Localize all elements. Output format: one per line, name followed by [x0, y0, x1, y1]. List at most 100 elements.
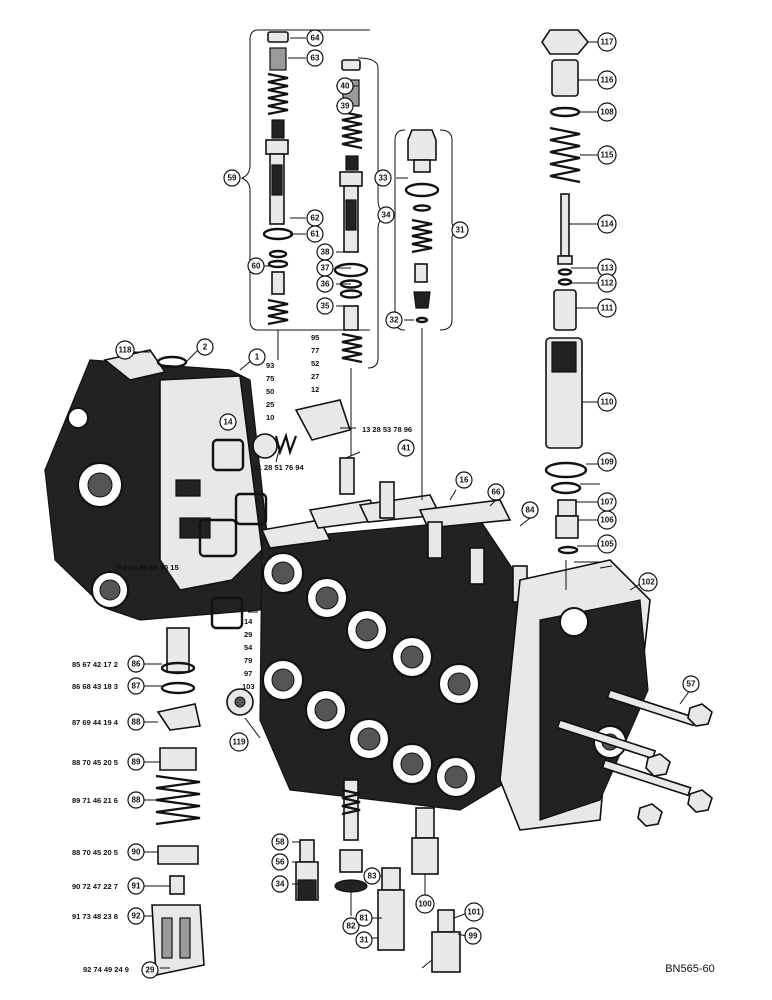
callout-number: 57 [687, 680, 696, 689]
callout-circle [336, 97, 354, 115]
callout-circle [363, 867, 381, 885]
callout-88: 88 [127, 713, 145, 731]
callout-circle [597, 273, 617, 293]
callout-108: 108 [597, 102, 617, 122]
callout-number: 116 [601, 76, 614, 85]
callout-circle [127, 753, 145, 771]
seq-95-item: 77 [311, 346, 319, 355]
callout-2: 2 [196, 338, 214, 356]
callout-circle [451, 221, 469, 239]
callout-number: 114 [601, 220, 614, 229]
callout-37: 37 [316, 259, 334, 277]
seq-93-item: 50 [266, 387, 274, 396]
callout-57: 57 [682, 675, 700, 693]
callout-number: 35 [321, 302, 330, 311]
callout-number: 113 [601, 264, 614, 273]
callout-number: 31 [456, 226, 465, 235]
check-fittings [156, 355, 352, 459]
relief-valve-stack-right [541, 29, 590, 555]
callout-86: 86 [127, 655, 145, 673]
callout-number: 66 [492, 488, 501, 497]
callout-number: 117 [601, 38, 614, 47]
callout-number: 90 [132, 848, 141, 857]
sequence-14b: 14 29 54 79 97 103 [242, 617, 255, 691]
seq-95-item: 12 [311, 385, 319, 394]
callout-circle [127, 843, 145, 861]
seq-95-item: 95 [311, 333, 319, 342]
callout-81: 81 [355, 909, 373, 927]
callout-number: 38 [321, 248, 330, 257]
callout-91: 91 [127, 877, 145, 895]
callout-102: 102 [638, 572, 658, 592]
figure-code: BN565-60 [665, 963, 715, 975]
callout-89: 89 [127, 753, 145, 771]
callout-40: 40 [336, 77, 354, 95]
callout-circle [355, 909, 373, 927]
callout-circle [229, 732, 249, 752]
callout-number: 34 [276, 880, 285, 889]
callout-circle [247, 257, 265, 275]
callout-number: 91 [132, 882, 141, 891]
callout-circle [455, 471, 473, 489]
inlet-body-right [499, 559, 651, 831]
callout-number: 62 [311, 214, 320, 223]
callout-number: 111 [601, 304, 614, 313]
callout-circle [271, 853, 289, 871]
callout-84: 84 [521, 501, 539, 519]
callout-number: 82 [347, 922, 356, 931]
callout-33: 33 [374, 169, 392, 187]
callout-63: 63 [306, 49, 324, 67]
callout-circle [597, 534, 617, 554]
callout-109: 109 [597, 452, 617, 472]
callout-number: 56 [276, 858, 285, 867]
callout-number: 108 [600, 108, 614, 117]
callout-64: 64 [306, 29, 324, 47]
spring-detent-stack [151, 627, 205, 976]
callout-34: 34 [377, 206, 395, 224]
sequence-row-8: 91 73 48 23 8 [72, 912, 118, 921]
seq-14b-item: 29 [244, 630, 252, 639]
callout-number: 119 [233, 738, 246, 747]
callout-circle [306, 29, 324, 47]
callout-number: 100 [418, 900, 432, 909]
sequence-95: 95 77 52 27 12 [311, 333, 319, 394]
callout-circle [597, 145, 617, 165]
seq-14b-item: 79 [244, 656, 252, 665]
seq-95-item: 52 [311, 359, 319, 368]
callout-number: 40 [341, 82, 350, 91]
sequence-13: 13 28 53 78 96 [362, 425, 412, 434]
callout-59: 59 [223, 169, 241, 187]
sequence-row-6: 89 71 46 21 6 [72, 796, 118, 805]
callout-number: 34 [382, 211, 391, 220]
callout-circle [597, 102, 617, 122]
callout-number: 107 [600, 498, 614, 507]
callout-circle [342, 917, 360, 935]
callout-106: 106 [597, 510, 617, 530]
callout-number: 110 [601, 398, 614, 407]
callout-circle [306, 225, 324, 243]
seq-93-item: 10 [266, 413, 274, 422]
callout-number: 14 [224, 418, 233, 427]
callout-number: 29 [146, 966, 155, 975]
callout-35: 35 [316, 297, 334, 315]
callout-number: 31 [360, 936, 369, 945]
callout-circle [638, 572, 658, 592]
callout-number: 105 [600, 540, 614, 549]
callout-number: 2 [203, 343, 208, 352]
callout-36: 36 [316, 275, 334, 293]
callout-circle [336, 77, 354, 95]
gaskets [198, 438, 268, 630]
callout-circle [127, 877, 145, 895]
callout-117: 117 [597, 32, 617, 52]
sequence-row-9: 92 74 49 24 9 [83, 965, 129, 974]
callout-circle [127, 791, 145, 809]
seq-14b-item: 14 [244, 617, 253, 626]
callout-number: 115 [601, 151, 614, 160]
callout-58: 58 [271, 833, 289, 851]
sequence-row-5: 88 70 45 20 5 [72, 758, 118, 767]
callout-31: 31 [355, 931, 373, 949]
callout-circle [597, 70, 617, 90]
callout-number: 88 [132, 718, 141, 727]
callout-118: 118 [115, 340, 135, 360]
relief-assembly-31 [404, 129, 440, 324]
